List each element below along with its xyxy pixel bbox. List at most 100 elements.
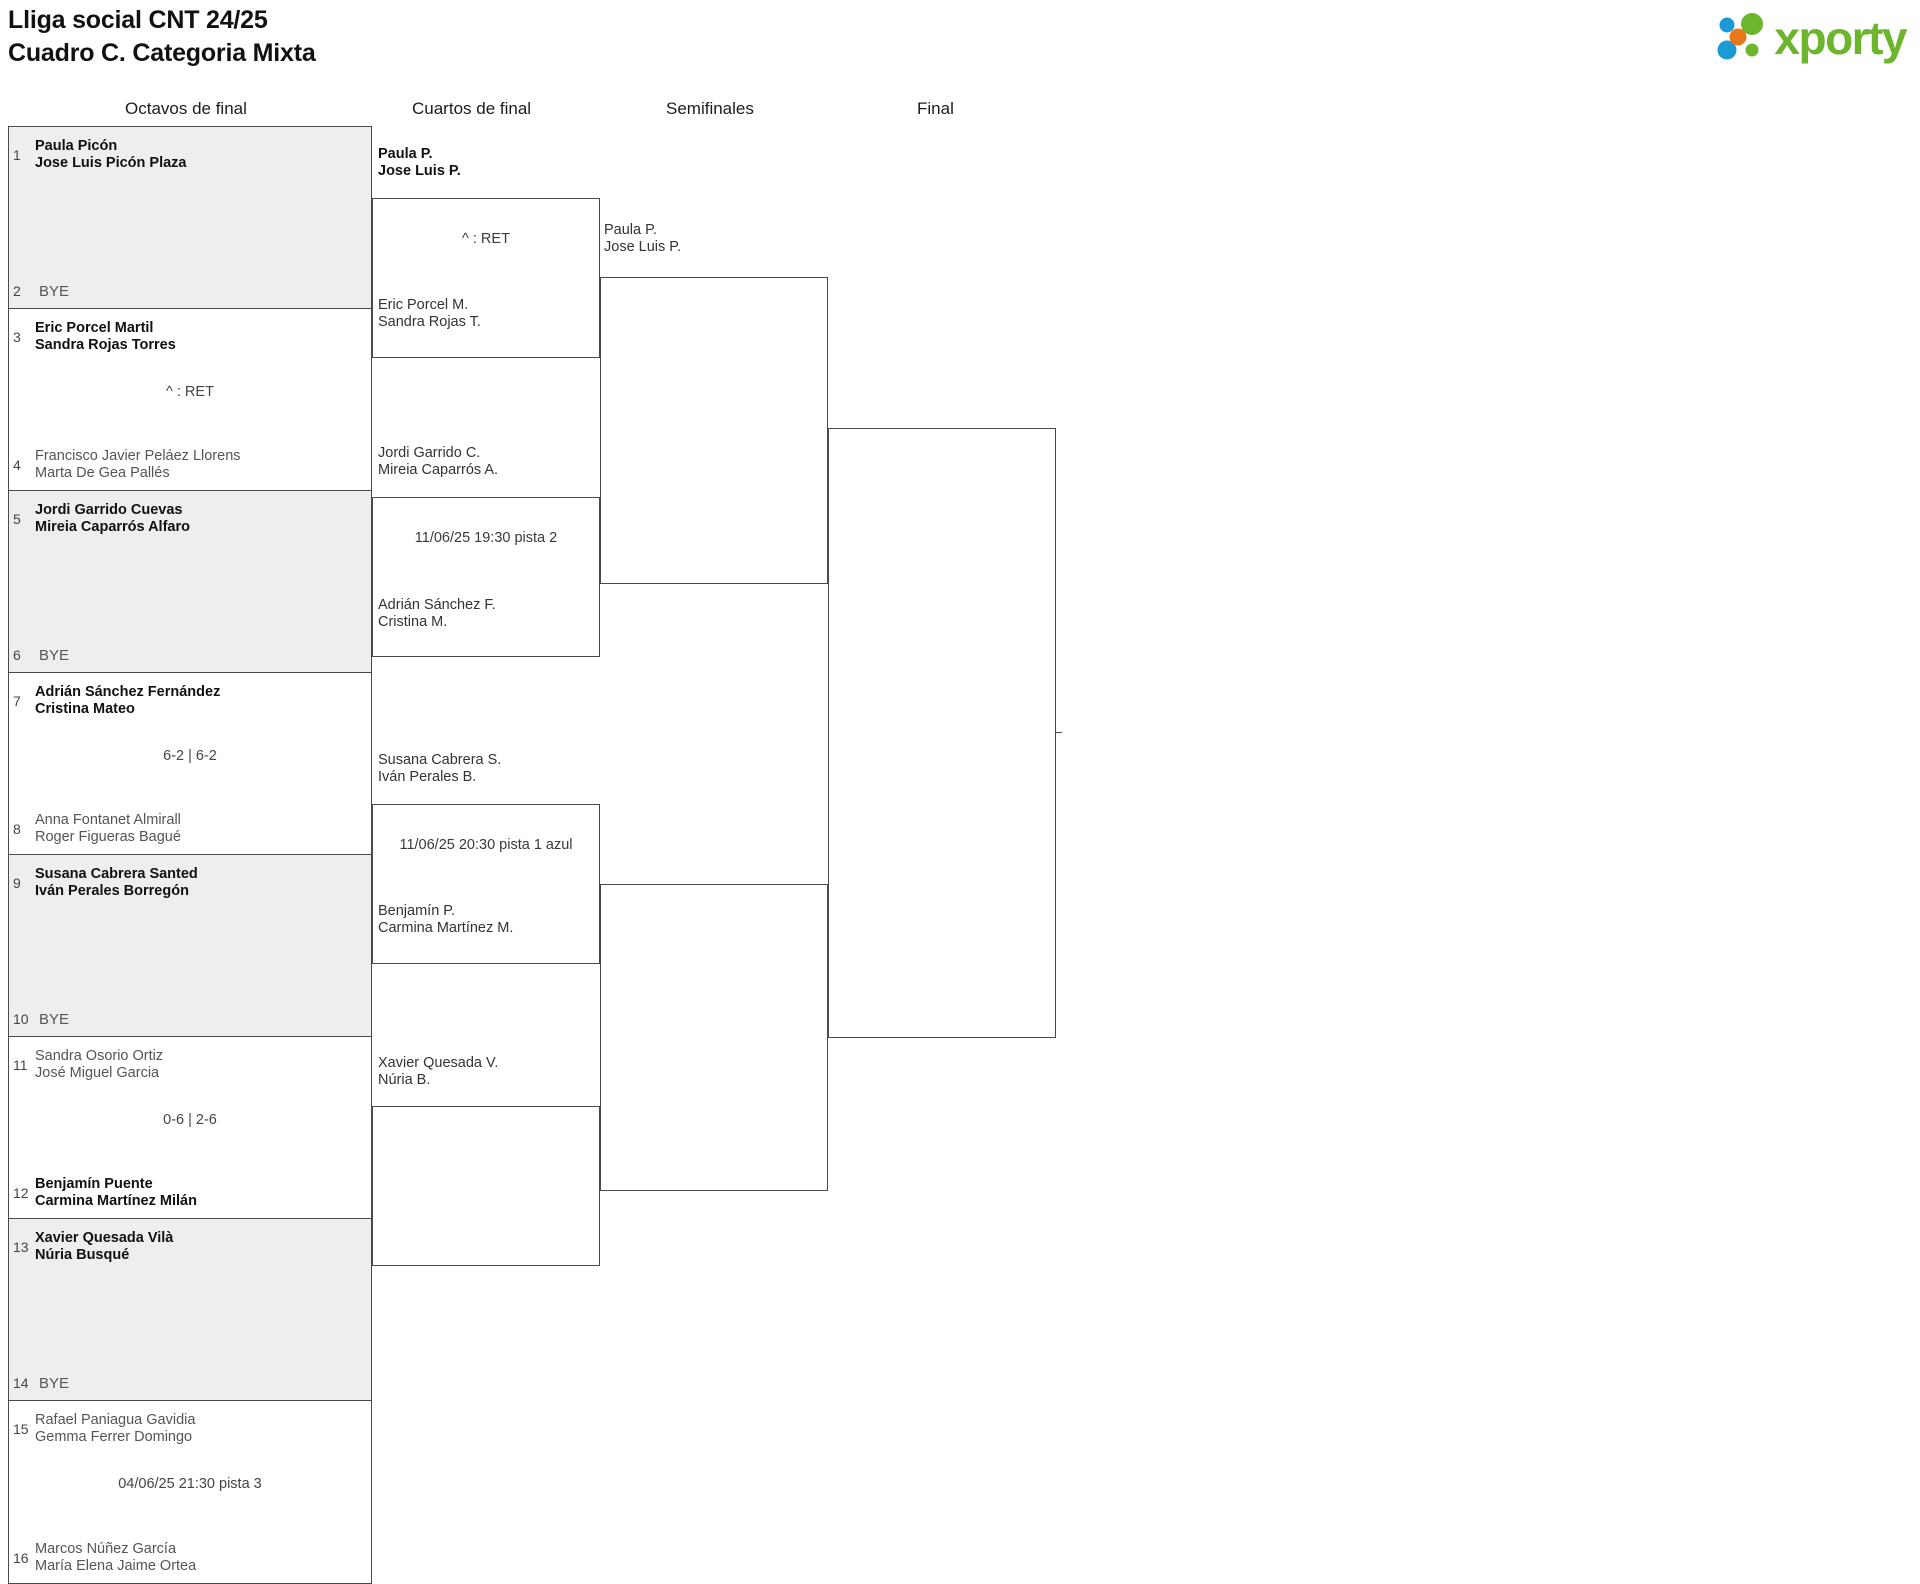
qf3-top-advancer[interactable]: Susana Cabrera S. Iván Perales B. [378,752,501,787]
player-line-1: Anna Fontanet Almirall [35,812,181,829]
player-line-1: Eric Porcel Martil [35,320,154,336]
xporty-dots-icon [1714,12,1770,64]
page-header: Lliga social CNT 24/25 Cuadro C. Categor… [0,0,1920,80]
player-line-1: Xavier Quesada Vilà [35,1230,174,1246]
player-line-1: Eric Porcel M. [378,297,469,313]
player-line-2: María Elena Jaime Ortea [35,1558,197,1575]
match-result: ^ : RET [166,384,214,400]
round1-slot-seed7[interactable]: 7 Adrián Sánchez Fernández Cristina Mate… [9,684,371,718]
player-line-1: Jordi Garrido C. [378,445,481,461]
round1-match-2[interactable]: 3 Eric Porcel Martil Sandra Rojas Torres… [9,309,371,491]
round1-slot-seed10[interactable]: 10 BYE [9,1011,371,1028]
round1-slot-seed16[interactable]: 16 Marcos Núñez García María Elena Jaime… [9,1541,371,1575]
sf1-match-box[interactable] [600,277,828,584]
final-match-box[interactable] [828,428,1056,1038]
player-line-2: Gemma Ferrer Domingo [35,1428,193,1445]
round1-slot-seed3[interactable]: 3 Eric Porcel Martil Sandra Rojas Torres [9,320,371,354]
round1-slot-seed6[interactable]: 6 BYE [9,647,371,664]
round1-match-7[interactable]: 13 Xavier Quesada Vilà Núria Busqué 14 B… [9,1219,371,1401]
player-line-2: Marta De Gea Pallés [35,465,170,482]
seed-number: 7 [13,692,21,709]
player-line-1: BYE [39,646,70,664]
player-line-2: Jose Luis Picón Plaza [35,154,187,171]
round1-slot-seed11[interactable]: 11 Sandra Osorio Ortiz José Miguel Garci… [9,1048,371,1082]
qf3-match-box[interactable]: 11/06/25 20:30 pista 1 azul [372,804,600,964]
qf1-match-box[interactable]: ^ : RET [372,198,600,358]
player-line-2: Núria B. [378,1072,431,1089]
player-line-1: Benjamín P. [378,903,456,919]
xporty-wordmark: xporty [1774,12,1907,64]
player-line-2: Cristina M. [378,614,448,631]
round1-match-1[interactable]: 1 Paula Picón Jose Luis Picón Plaza 2 BY… [9,127,371,309]
xporty-logo: xporty [1714,6,1907,70]
seed-number: 6 [13,647,21,664]
player-line-1: Marcos Núñez García [35,1541,177,1558]
round1-slot-seed8[interactable]: 8 Anna Fontanet Almirall Roger Figueras … [9,812,371,846]
round-header-octavos: Octavos de final [125,99,247,118]
round1-slot-seed1[interactable]: 1 Paula Picón Jose Luis Picón Plaza [9,138,371,172]
qf1-top-advancer[interactable]: Paula P. Jose Luis P. [378,146,461,181]
page-title: Lliga social CNT 24/25 Cuadro C. Categor… [8,6,316,67]
round1-slot-seed15[interactable]: 15 Rafael Paniagua Gavidia Gemma Ferrer … [9,1412,371,1446]
player-line-1: Benjamín Puente [35,1176,153,1193]
player-line-1: Rafael Paniagua Gavidia [35,1412,196,1428]
sf1-top-advancer[interactable]: Paula P. Jose Luis P. [604,222,681,257]
qf2-top-advancer[interactable]: Jordi Garrido C. Mireia Caparrós A. [378,445,498,480]
connector-qf4-sf2 [600,1190,604,1191]
player-line-1: Paula P. [378,146,433,162]
player-line-1: Sandra Osorio Ortiz [35,1048,164,1064]
round1-match-4[interactable]: 7 Adrián Sánchez Fernández Cristina Mate… [9,673,371,855]
tournament-bracket: 1 Paula Picón Jose Luis Picón Plaza 2 BY… [8,126,1062,1584]
seed-number: 15 [13,1420,29,1437]
player-line-2: Sandra Rojas T. [378,314,481,331]
player-line-1: Susana Cabrera Santed [35,866,198,882]
round1-slot-seed4[interactable]: 4 Francisco Javier Peláez Llorens Marta … [9,448,371,482]
player-line-1: Jordi Garrido Cuevas [35,502,183,518]
sf2-match-box[interactable] [600,884,828,1191]
round1-slot-seed2[interactable]: 2 BYE [9,283,371,300]
round1-match-3[interactable]: 5 Jordi Garrido Cuevas Mireia Caparrós A… [9,491,371,673]
seed-number: 13 [13,1238,29,1255]
qf4-top-advancer[interactable]: Xavier Quesada V. Núria B. [378,1055,498,1090]
player-line-2: Mireia Caparrós Alfaro [35,518,190,535]
round1-match-5[interactable]: 9 Susana Cabrera Santed Iván Perales Bor… [9,855,371,1037]
player-line-1: Francisco Javier Peláez Llorens [35,448,241,465]
player-line-1: Adrián Sánchez F. [378,597,496,613]
round-header-final: Final [917,99,954,118]
round-header-cuartos: Cuartos de final [412,99,532,118]
player-line-2: Jose Luis P. [604,239,682,256]
player-line-1: Adrián Sánchez Fernández [35,684,221,700]
player-line-1: Xavier Quesada V. [378,1055,499,1071]
round1-slot-seed13[interactable]: 13 Xavier Quesada Vilà Núria Busqué [9,1230,371,1264]
connector-sf2-final [828,1037,832,1038]
seed-number: 8 [13,821,21,838]
round1-match-6[interactable]: 11 Sandra Osorio Ortiz José Miguel Garci… [9,1037,371,1219]
seed-number: 12 [13,1185,29,1202]
seed-number: 4 [13,457,21,474]
qf1-bottom-advancer[interactable]: Eric Porcel M. Sandra Rojas T. [378,297,481,332]
round1-match-8[interactable]: 15 Rafael Paniagua Gavidia Gemma Ferrer … [9,1401,371,1583]
connector-sf1-final [828,428,832,429]
match-result: 0-6 | 2-6 [163,1112,217,1128]
round1-slot-seed12[interactable]: 12 Benjamín Puente Carmina Martínez Milá… [9,1176,371,1210]
match-result: 11/06/25 19:30 pista 2 [414,530,558,546]
qf2-match-box[interactable]: 11/06/25 19:30 pista 2 [372,497,600,657]
qf4-match-box[interactable] [372,1106,600,1266]
round1-slot-seed5[interactable]: 5 Jordi Garrido Cuevas Mireia Caparrós A… [9,502,371,536]
player-line-1: BYE [39,1010,70,1028]
round1-column: 1 Paula Picón Jose Luis Picón Plaza 2 BY… [8,126,372,1584]
player-line-1: Susana Cabrera S. [378,752,502,768]
qf3-bottom-advancer[interactable]: Benjamín P. Carmina Martínez M. [378,903,513,938]
player-line-1: BYE [39,1374,70,1392]
seed-number: 5 [13,510,21,527]
player-line-2: Sandra Rojas Torres [35,336,176,353]
seed-number: 10 [13,1011,29,1028]
qf2-bottom-advancer[interactable]: Adrián Sánchez F. Cristina M. [378,597,496,632]
round1-slot-seed14[interactable]: 14 BYE [9,1375,371,1392]
player-line-2: Iván Perales Borregón [35,882,189,899]
seed-number: 14 [13,1375,29,1392]
player-line-2: Roger Figueras Bagué [35,829,181,846]
player-line-2: Jose Luis P. [378,163,461,180]
round-header-semifinales: Semifinales [666,99,754,118]
round1-slot-seed9[interactable]: 9 Susana Cabrera Santed Iván Perales Bor… [9,866,371,900]
